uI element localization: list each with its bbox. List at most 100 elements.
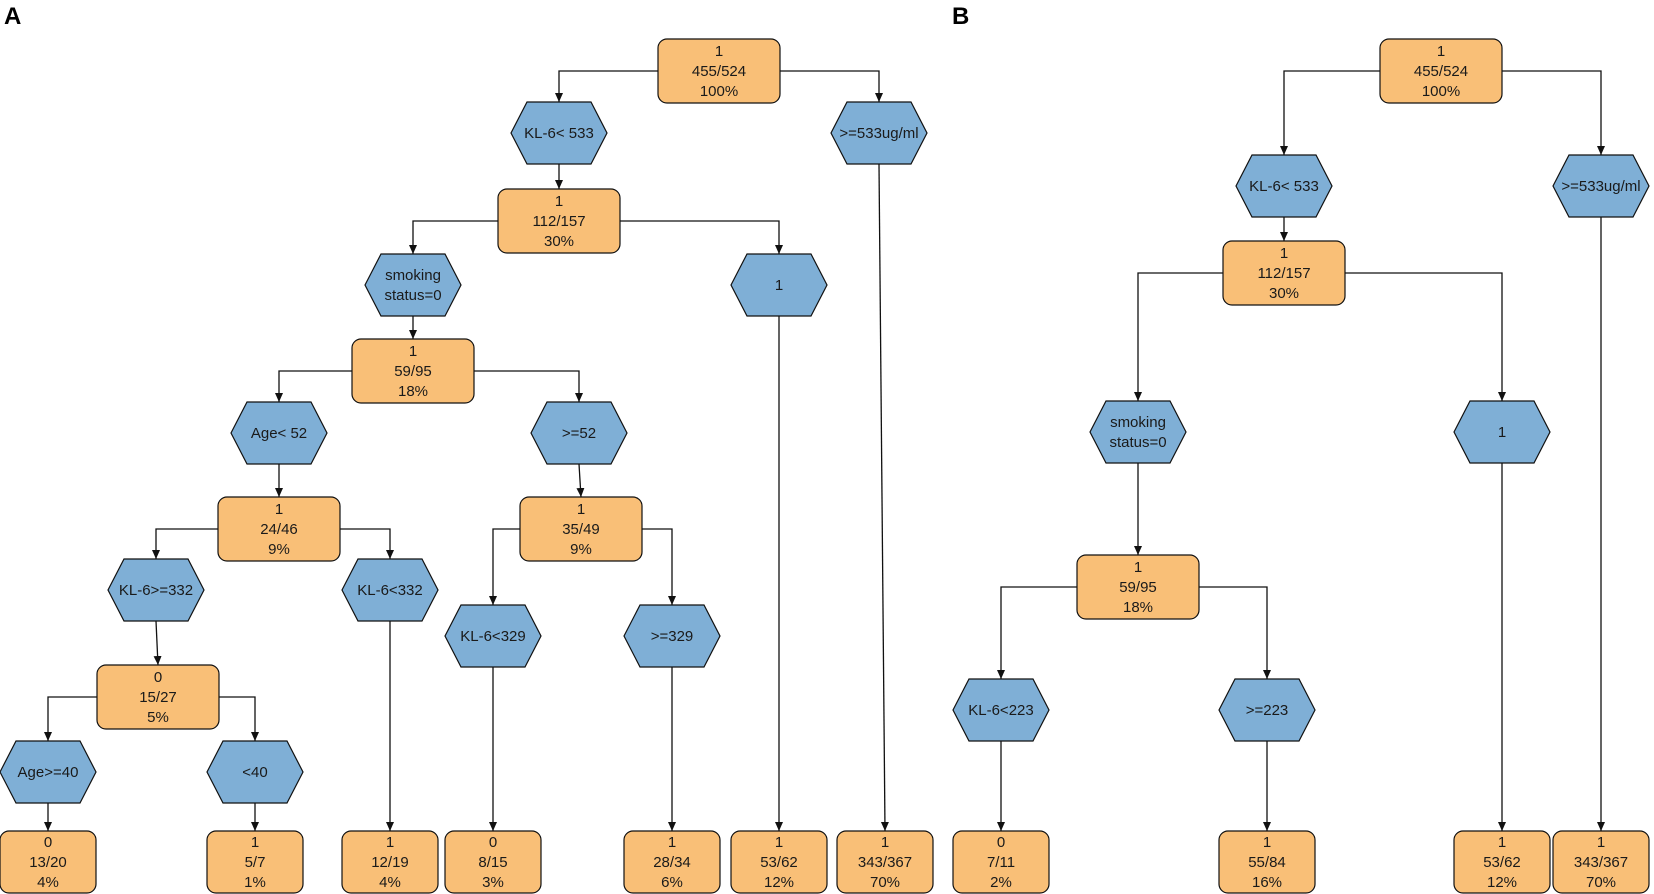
node-label-line: 3%: [482, 874, 504, 891]
node-label-line: 0: [44, 834, 52, 851]
class-count-node: 128/346%: [623, 830, 721, 894]
node-label-line: 12%: [1487, 874, 1517, 891]
node-label-line: 1: [715, 43, 723, 60]
node-label-line: 0: [489, 834, 497, 851]
node-label-line: KL-6< 533: [524, 125, 594, 142]
node-label-line: 1: [1437, 43, 1445, 60]
node-label-line: 1: [275, 501, 283, 518]
node-label-line: 59/95: [1119, 579, 1157, 596]
rounded-box-shape: [96, 664, 220, 730]
edge-a11-a15: [153, 620, 162, 666]
rounded-box-shape: [0, 830, 97, 894]
edges-layer: [44, 70, 1605, 832]
rounded-box-shape: [623, 830, 721, 894]
split-condition-node: >=52: [530, 401, 628, 465]
edge-a3-a4: [409, 220, 498, 254]
split-condition-node: >=533ug/ml: [830, 101, 928, 165]
node-label-line: 35/49: [562, 521, 600, 538]
node-label-line: 455/524: [1414, 63, 1468, 80]
node-label-line: smoking: [385, 267, 441, 284]
class-count-node: 124/469%: [217, 496, 341, 562]
edge-b3-b4: [1134, 272, 1223, 401]
node-label-line: 1: [1134, 559, 1142, 576]
node-label-line: 1: [1498, 424, 1506, 441]
node-label-line: 16%: [1252, 874, 1282, 891]
node-label-line: 455/524: [692, 63, 746, 80]
node-label-line: 6%: [661, 874, 683, 891]
rounded-box-shape: [1076, 554, 1200, 620]
split-condition-node: smoking status=0: [364, 253, 462, 317]
hexagon-shape: [107, 558, 205, 622]
edge-a0-a2: [780, 70, 883, 102]
node-label-line: 12%: [764, 874, 794, 891]
node-label-line: 1: [1498, 834, 1506, 851]
split-condition-node: KL-6<223: [952, 678, 1050, 742]
rounded-box-shape: [1453, 830, 1551, 894]
rounded-box-shape: [1218, 830, 1316, 894]
class-count-node: 07/112%: [952, 830, 1050, 894]
node-label-line: >=533ug/ml: [1561, 178, 1640, 195]
node-label-line: 12/19: [371, 854, 409, 871]
node-label-line: 53/62: [1483, 854, 1521, 871]
node-label-line: 8/15: [478, 854, 507, 871]
edge-b3-b5: [1345, 272, 1506, 401]
hexagon-shape: [444, 604, 542, 668]
edge-a10-a13: [489, 528, 520, 605]
hexagon-shape: [623, 604, 721, 668]
node-label-line: >=52: [562, 425, 596, 442]
class-count-node: 112/194%: [341, 830, 439, 894]
hexagon-shape: [830, 101, 928, 165]
node-label-line: 4%: [37, 874, 59, 891]
node-label-line: 70%: [1586, 874, 1616, 891]
edge-a3-a5: [620, 220, 783, 254]
rounded-box-shape: [497, 188, 621, 254]
split-condition-node: KL-6< 533: [510, 101, 608, 165]
split-condition-node: 1: [1453, 400, 1551, 464]
node-label-line: 59/95: [394, 363, 432, 380]
edge-a6-a8: [474, 370, 583, 402]
node-label-line: Age< 52: [251, 425, 307, 442]
node-label-line: 70%: [870, 874, 900, 891]
hexagon-shape: [1453, 400, 1551, 464]
node-label-line: status=0: [1109, 434, 1166, 451]
edge-a15-a17: [219, 696, 259, 741]
node-label-line: KL-6<329: [460, 628, 525, 645]
split-condition-node: >=223: [1218, 678, 1316, 742]
node-label-line: 1%: [244, 874, 266, 891]
edge-a0-a1: [555, 70, 658, 102]
node-label-line: 24/46: [260, 521, 298, 538]
node-label-line: 28/34: [653, 854, 691, 871]
split-condition-node: KL-6>=332: [107, 558, 205, 622]
edge-a6-a7: [275, 370, 352, 402]
class-count-node: 135/499%: [519, 496, 643, 562]
edge-b0-b1: [1280, 70, 1380, 155]
rounded-box-shape: [730, 830, 828, 894]
node-label-line: 1: [775, 834, 783, 851]
hexagon-shape: [341, 558, 439, 622]
edge-a10-a14: [642, 528, 676, 605]
rounded-box-shape: [1222, 240, 1346, 306]
hexagon-shape: [1552, 154, 1650, 218]
node-label-line: KL-6>=332: [119, 582, 193, 599]
node-label-line: 0: [997, 834, 1005, 851]
node-label-line: KL-6< 533: [1249, 178, 1319, 195]
node-label-line: 1: [1263, 834, 1271, 851]
node-label-line: <40: [242, 764, 267, 781]
class-count-node: 015/275%: [96, 664, 220, 730]
node-label-line: status=0: [384, 287, 441, 304]
rounded-box-shape: [836, 830, 934, 894]
hexagon-shape: [952, 678, 1050, 742]
hexagon-shape: [1089, 400, 1187, 464]
node-label-line: >=223: [1246, 702, 1289, 719]
hexagon-shape: [364, 253, 462, 317]
class-count-node: 013/204%: [0, 830, 97, 894]
node-label-line: 15/27: [139, 689, 177, 706]
class-count-node: 15/71%: [206, 830, 304, 894]
rounded-box-shape: [1552, 830, 1650, 894]
